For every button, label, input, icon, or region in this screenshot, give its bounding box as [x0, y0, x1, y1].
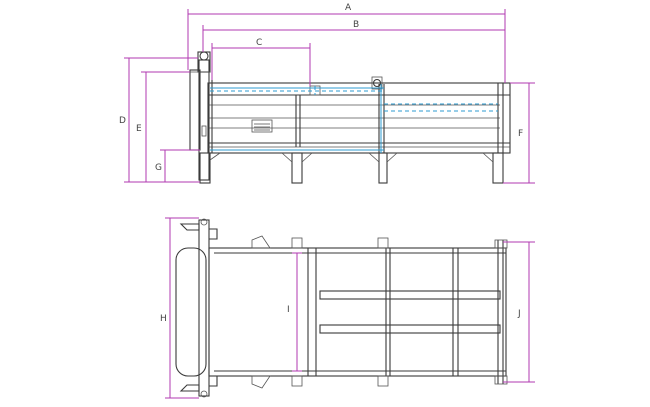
dimension-label-b: B	[353, 20, 359, 30]
dimension-label-g: G	[155, 163, 162, 173]
dimension-label-j: J	[517, 309, 521, 319]
dimension-label-a: A	[345, 3, 352, 13]
dimension-label-f: F	[518, 129, 523, 139]
dimension-label-d: D	[119, 116, 126, 126]
top-view-dimensions: H I J	[160, 217, 535, 399]
dimension-label-e: E	[136, 124, 142, 134]
dimension-label-c: C	[256, 38, 262, 48]
side-view-dimensions: A B C D E G F	[119, 3, 535, 184]
top-view	[175, 218, 508, 398]
dimension-label-i: I	[287, 305, 290, 315]
side-view	[188, 51, 511, 184]
dimension-label-h: H	[160, 314, 167, 324]
